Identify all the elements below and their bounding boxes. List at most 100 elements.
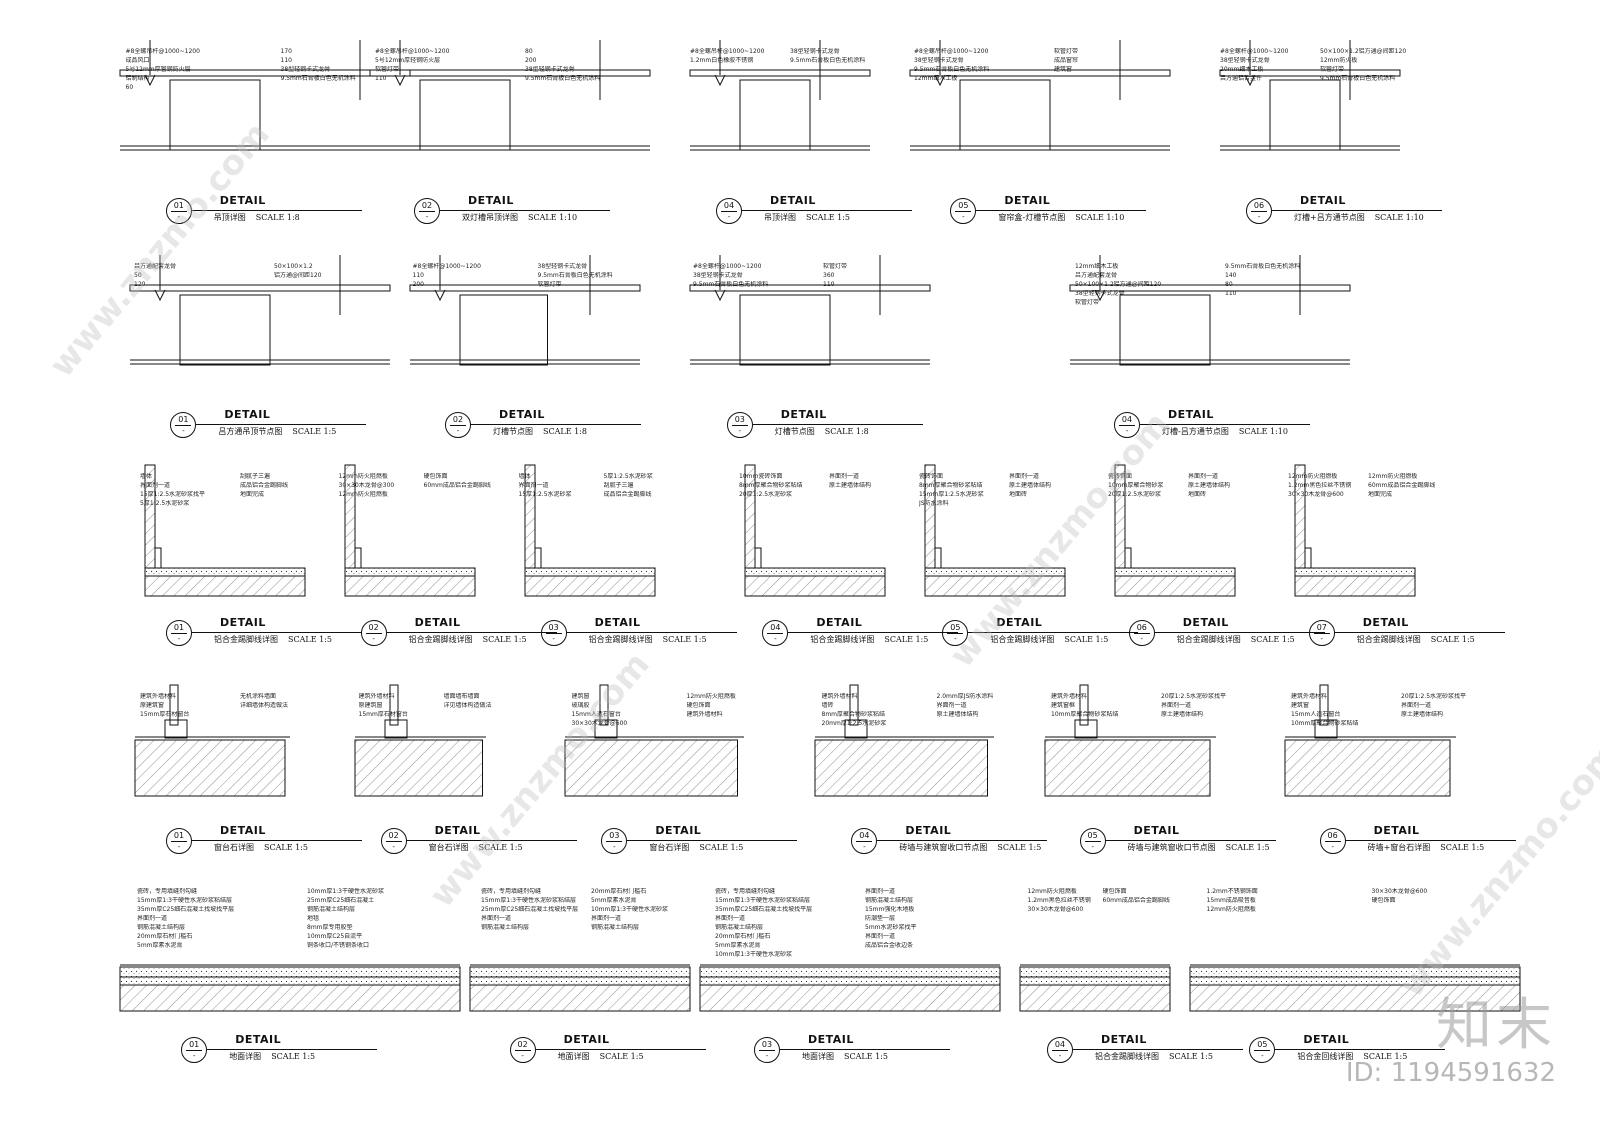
title-underline [976, 210, 1147, 211]
detail-label: DETAIL [1373, 824, 1420, 837]
detail-number-bubble: 03- [726, 412, 753, 438]
title-underline [192, 632, 362, 633]
annotation-text: 15mm厚1:3干硬性水泥砂浆粘结层 [715, 897, 810, 904]
annotation-text: 软管灯带 [1320, 66, 1345, 73]
detail-number: 04 [723, 201, 735, 210]
detail-scale: SCALE 1:10 [1238, 427, 1288, 436]
detail-number-bubble: 04- [851, 828, 878, 854]
title-underline [1105, 840, 1276, 841]
detail-label: DETAIL [220, 616, 266, 629]
detail-number: 02 [388, 831, 399, 840]
window-frame [1079, 684, 1089, 726]
detail-scale: SCALE 1:5 [1250, 635, 1295, 644]
annotation-text: 20厚1:2.5水泥砂浆 [1108, 491, 1162, 498]
title-underline [788, 632, 959, 633]
annotation-text: 12mm防火阻燃板 [1288, 473, 1338, 480]
bubble-sheet-ref: - [372, 635, 375, 643]
annotation-text: 110 [412, 272, 424, 279]
annotation-text: 铝制结构 [125, 75, 150, 82]
title-underline [1272, 210, 1442, 211]
hanger-clip [714, 74, 726, 87]
title-underline [191, 210, 362, 211]
bubble-sheet-ref: - [1140, 635, 1144, 643]
floor-screed [344, 567, 476, 577]
bubble-divider [1254, 1050, 1271, 1051]
title-underline [192, 840, 362, 841]
annotation-text: 成品窗帘 [1054, 57, 1079, 64]
wall-mass [1284, 739, 1451, 797]
annotation-text: 50×100×1.2铝方通@间距120 [1320, 48, 1407, 55]
annotation-text: 5mm厚素水泥膏 [715, 942, 761, 949]
detail-label: DETAIL [220, 824, 266, 837]
annotation-text: #8全螺杆@1000~1200 [412, 263, 481, 270]
detail-scale: SCALE 1:5 [1064, 635, 1109, 644]
annotation-text: 界面剂一道 [1401, 702, 1432, 709]
wall-mass [564, 739, 738, 797]
bubble-divider [721, 211, 737, 212]
bubble-sheet-ref: - [177, 843, 181, 851]
annotation-text: 5mm水泥砂浆找平 [865, 924, 917, 931]
detail-scale: SCALE 1:5 [1430, 635, 1475, 644]
bubble-sheet-ref: - [177, 213, 181, 221]
annotation-text: 界面剂一道 [140, 482, 171, 489]
annotation-text: 15mm强化木地板 [865, 906, 915, 913]
annotation-text: #8全螺吊杆@1000~1200 [690, 48, 765, 55]
annotation-text: 140 [1225, 272, 1237, 279]
annotation-text: 15mm厚1:2.5水泥砂浆 [919, 491, 984, 498]
annotation-text: 铜条收口/不锈钢条收口 [307, 942, 370, 949]
detail-number: 01 [173, 623, 185, 632]
title-underline [1073, 1049, 1243, 1050]
skirting-profile [154, 547, 162, 569]
floor-slab [1114, 575, 1236, 597]
mortar-bed [1019, 966, 1171, 978]
detail-number-bubble: 03- [601, 828, 628, 854]
detail-scale: SCALE 1:5 [288, 635, 332, 644]
annotation-text: 15厚1:2.5水泥砂浆 [518, 491, 572, 498]
bubble-divider [385, 841, 402, 842]
annotation-text: 110 [823, 281, 835, 288]
annotation-text: 30×30木龙骨@600 [571, 720, 628, 727]
annotation-text: 建筑外墙材料 [1291, 693, 1328, 700]
hanger-clip [154, 289, 166, 302]
detail-scale: SCALE 1:5 [997, 843, 1042, 852]
detail-label: DETAIL [816, 616, 863, 629]
annotation-text: 原土建墙体结构 [829, 482, 872, 489]
bubble-sheet-ref: - [1257, 213, 1261, 221]
detail-number: 02 [517, 1040, 528, 1049]
screed-layer [1019, 976, 1171, 986]
annotation-text: 墙体 [140, 473, 153, 480]
annotation-text: 60mm成品铝合金踢脚线 [1102, 897, 1170, 904]
slab-band [909, 69, 1171, 77]
annotation-text: 9.5mm石膏板白色无机涂料 [693, 281, 769, 288]
title-underline [440, 210, 610, 211]
annotation-text: 瓷砖饰面 [1108, 473, 1133, 480]
detail-label: DETAIL [563, 1033, 610, 1046]
annotation-text: 软管灯带 [537, 281, 562, 288]
bubble-sheet-ref: - [1331, 843, 1334, 851]
wall-section [344, 464, 356, 569]
detail-number: 04 [770, 623, 781, 632]
annotation-text: 5mm厚素水泥膏 [137, 942, 183, 949]
title-underline [196, 424, 367, 425]
annotation-text: 10mm厚聚合物砂浆粘结 [1291, 720, 1359, 727]
annotation-text: 8mm厚聚合物砂浆粘结 [821, 711, 886, 718]
detail-label: DETAIL [594, 616, 641, 629]
detail-name: 灯槽-吕方通节点图 [1162, 427, 1229, 436]
detail-name: 地面详图 [557, 1052, 590, 1061]
hanger-clip [934, 74, 946, 87]
annotation-text: 硬包饰面 [1102, 888, 1127, 895]
annotation-text: 吕方通配套龙骨 [134, 263, 177, 270]
detail-number: 05 [958, 201, 969, 210]
